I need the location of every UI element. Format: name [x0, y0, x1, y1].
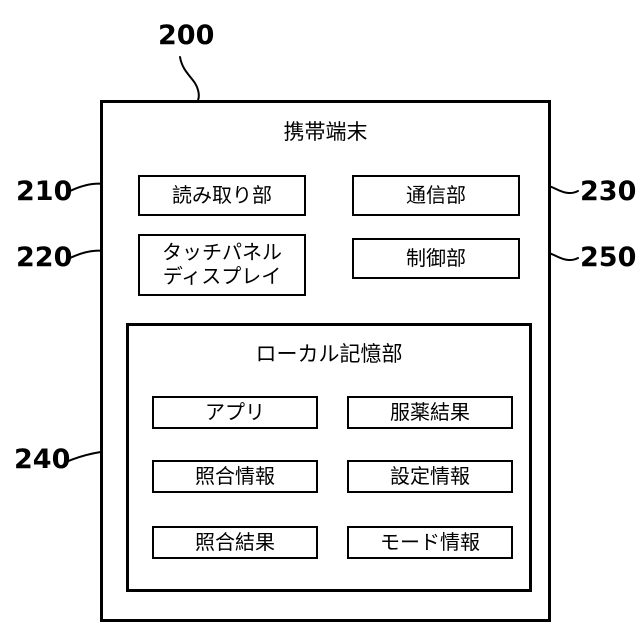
leader-200: [179, 56, 200, 102]
reference-numeral-240: 240: [14, 444, 71, 475]
storage-item-matching-information: 照合情報: [152, 460, 318, 493]
reference-numeral-230: 230: [580, 176, 637, 207]
module-box-communication: 通信部: [352, 175, 520, 216]
mobile-terminal-title: 携帯端末: [283, 120, 368, 144]
storage-item-app: アプリ: [152, 396, 318, 429]
storage-item-mode-information: モード情報: [347, 526, 513, 559]
module-box-control: 制御部: [352, 238, 520, 279]
local-storage-title: ローカル記憶部: [255, 342, 403, 366]
reference-numeral-250: 250: [580, 242, 637, 273]
storage-item-matching-result: 照合結果: [152, 526, 318, 559]
local-storage-frame: ローカル記憶部 アプリ 服薬結果 照合情報 設定情報 照合結果 モード情報: [126, 323, 532, 592]
reference-numeral-210: 210: [16, 176, 73, 207]
storage-item-setting-information: 設定情報: [347, 460, 513, 493]
storage-item-medication-result: 服薬結果: [347, 396, 513, 429]
mobile-terminal-frame: 携帯端末 読み取り部 タッチパネル ディスプレイ 通信部 制御部 ローカル記憶部…: [100, 100, 551, 622]
module-box-touch-panel-display: タッチパネル ディスプレイ: [138, 234, 306, 296]
reference-numeral-220: 220: [16, 242, 73, 273]
module-box-reader: 読み取り部: [138, 175, 306, 216]
reference-numeral-200: 200: [158, 20, 215, 51]
